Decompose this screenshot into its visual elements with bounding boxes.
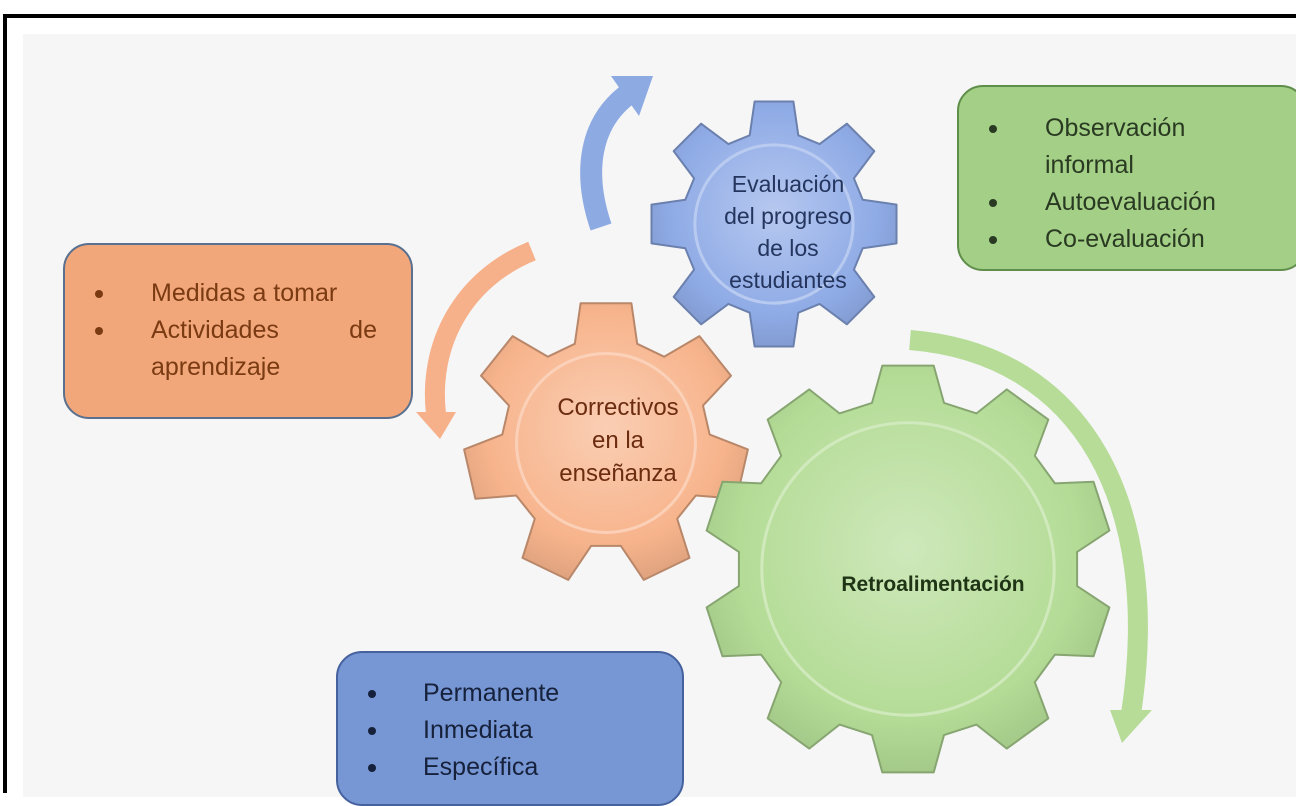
retroalimentacion-gear-label: Retroalimentación — [773, 569, 1093, 601]
arrow-to-retroalimentacion-head — [1110, 710, 1152, 743]
list-item-text: Inmediata — [423, 716, 533, 744]
gear-label-line: estudiantes — [729, 267, 847, 293]
retroalimentacion-gear-rim — [760, 421, 1056, 717]
list-item: Específica — [338, 749, 682, 786]
arrow-to-evaluacion — [580, 76, 653, 231]
evaluacion-gear-label: Evaluación del progreso de los estudiant… — [683, 168, 893, 296]
list-item-text: Específica — [423, 753, 539, 781]
list-item-text: Medidas a tomar — [151, 279, 338, 307]
gear-label-line: enseñanza — [559, 460, 677, 487]
gear-label-line: en la — [591, 427, 645, 454]
correctivos-gear-body — [463, 302, 749, 581]
list-item: Co-evaluación — [959, 221, 1296, 258]
bullet-icon — [989, 125, 997, 133]
arrow-to-retroalimentacion-shaft — [909, 330, 1148, 716]
arrow-to-retroalimentacion — [909, 330, 1152, 743]
retroalimentacion-gear-body — [705, 364, 1111, 774]
gear-label-line: del progreso — [724, 203, 852, 229]
list-item: Medidas a tomar — [65, 275, 411, 312]
bullet-icon — [989, 199, 997, 207]
retroalimentacion-notes-box: Permanente Inmediata Específica — [336, 651, 684, 806]
evaluacion-notes-box: Observación informal Autoevaluación Co-e… — [957, 85, 1296, 271]
list-item: Permanente — [338, 675, 682, 712]
bullet-icon — [368, 764, 376, 772]
list-item: Observación informal — [959, 110, 1296, 184]
figure-frame: Medidas a tomar Actividades de aprendiza… — [3, 14, 1296, 806]
gear-label-line: de los — [757, 235, 819, 261]
list-item: Inmediata — [338, 712, 682, 749]
arrow-to-correctivos-shaft — [424, 241, 536, 416]
bullet-icon — [95, 290, 103, 298]
arrow-to-correctivos-head — [416, 412, 456, 439]
correctivos-gear — [463, 302, 749, 581]
list-item-text: aprendizaje — [151, 353, 281, 381]
list-item: Autoevaluación — [959, 184, 1296, 221]
evaluacion-gear-rim — [693, 143, 855, 305]
bullet-icon — [95, 327, 103, 335]
list-item-text: Autoevaluación — [1045, 188, 1216, 216]
arrow-to-evaluacion-shaft — [580, 82, 638, 231]
gear-label-line: Retroalimentación — [841, 573, 1025, 596]
bullet-icon — [368, 690, 376, 698]
correctivos-gear-rim — [515, 352, 697, 534]
diagram-panel: Medidas a tomar Actividades de aprendiza… — [23, 34, 1296, 806]
evaluacion-gear-body — [650, 100, 898, 348]
list-item-text: Permanente — [423, 679, 560, 707]
list-item-text: Co-evaluación — [1045, 225, 1205, 253]
diagram-canvas — [416, 76, 1152, 774]
arrow-to-correctivos — [416, 241, 536, 439]
list-item-text: Observación — [1045, 114, 1186, 142]
list-item-text: Actividades de — [151, 316, 377, 344]
gear-label-line: Evaluación — [731, 171, 845, 197]
retroalimentacion-gear — [705, 364, 1111, 774]
bullet-icon — [368, 727, 376, 735]
list-item-text: informal — [1045, 151, 1134, 179]
correctivos-gear-label: Correctivos en la enseñanza — [523, 391, 713, 490]
arrow-to-evaluacion-head — [611, 76, 653, 116]
list-item: Actividades de aprendizaje — [65, 312, 411, 386]
correctivos-notes-box: Medidas a tomar Actividades de aprendiza… — [63, 243, 413, 419]
evaluacion-gear — [650, 100, 898, 348]
gear-label-line: Correctivos — [557, 394, 679, 421]
bullet-icon — [989, 236, 997, 244]
